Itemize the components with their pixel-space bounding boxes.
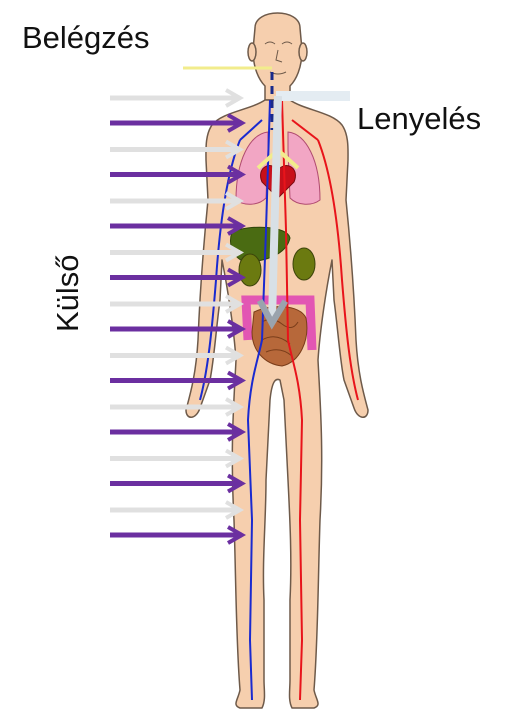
right-kidney (293, 248, 315, 280)
label-external: Külső (52, 254, 83, 332)
label-inhale: Belégzés (22, 22, 150, 53)
head (253, 13, 302, 100)
left-ear (248, 43, 256, 61)
left-kidney (239, 254, 261, 286)
label-swallow: Lenyelés (357, 103, 481, 134)
right-ear (299, 43, 307, 61)
